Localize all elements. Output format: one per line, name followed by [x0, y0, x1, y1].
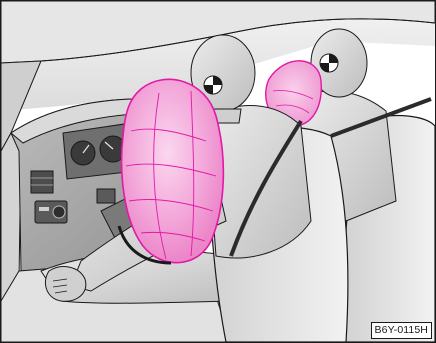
driver-airbag — [122, 79, 224, 262]
passenger-dummy-target-icon — [320, 54, 338, 72]
small-switch — [97, 189, 115, 203]
air-vent-left — [31, 171, 53, 193]
light-switch-knob — [53, 206, 65, 218]
figure-code-label: B6Y-0115H — [371, 322, 432, 339]
driver-dummy-target-icon — [204, 76, 222, 94]
driver-dummy-hand — [45, 267, 85, 302]
